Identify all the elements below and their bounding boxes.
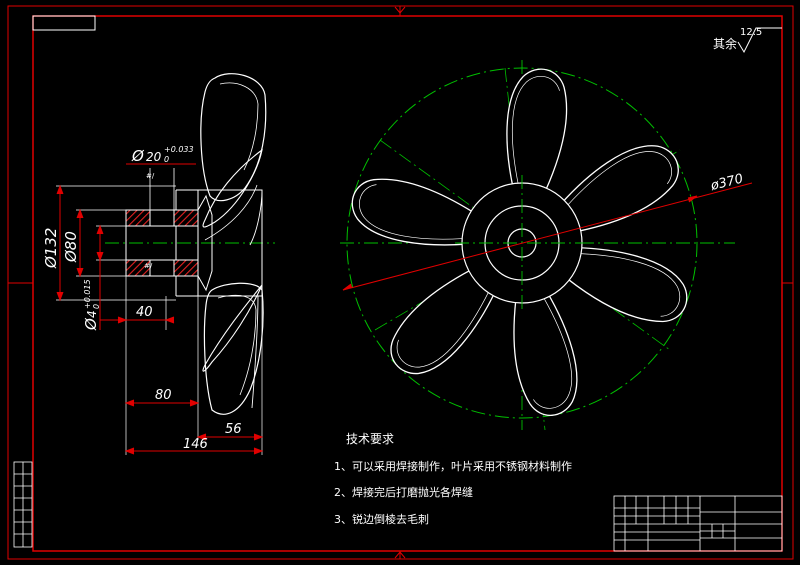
dim-len80: 80 — [155, 388, 172, 403]
svg-text:#/: #/ — [144, 262, 153, 270]
blade-4 — [513, 291, 578, 416]
dim-len56: 56 — [225, 422, 242, 437]
blade-1-edge — [511, 75, 560, 184]
svg-text:0: 0 — [92, 304, 101, 309]
svg-text:4: 4 — [85, 310, 99, 318]
blade-2-edge — [567, 151, 672, 206]
tech-item-2: 2、焊接完后打磨抛光各焊缝 — [334, 485, 473, 499]
svg-text:+0.033: +0.033 — [164, 145, 194, 154]
fan-blades — [351, 68, 688, 416]
svg-text:#/: #/ — [146, 172, 155, 180]
blade-5 — [390, 269, 497, 375]
tech-item-3: 3、锐边倒棱去毛刺 — [334, 512, 429, 526]
dim-d132: Ø132 — [42, 228, 60, 269]
blade-4-edge — [533, 297, 572, 409]
technical-requirements: 技术要求 1、可以采用焊接制作，叶片采用不锈钢材料制作 2、焊接完后打磨抛光各焊… — [334, 432, 572, 526]
blade-6 — [351, 178, 474, 246]
svg-text:Ø: Ø — [82, 317, 100, 331]
dim-len40: 40 — [136, 305, 153, 320]
roughness-value: 12.5 — [740, 27, 762, 38]
blade-1 — [506, 68, 568, 192]
roughness-label: 其余 — [713, 36, 737, 51]
diameter-dimension-line — [342, 182, 753, 291]
dim-len146: 146 — [183, 437, 208, 452]
blade-2 — [559, 145, 679, 232]
dim-bore-d20: Ø 20 +0.033 0 — [131, 145, 194, 165]
tech-item-1: 1、可以采用焊接制作，叶片采用不锈钢材料制作 — [334, 459, 572, 473]
diameter-370-label: ø370 — [708, 171, 744, 194]
blade-3-edge — [580, 253, 681, 317]
blade-3 — [566, 246, 688, 323]
title-tab — [32, 15, 96, 31]
tech-heading: 技术要求 — [346, 432, 394, 446]
svg-text:20: 20 — [146, 150, 162, 164]
left-margin-block — [13, 461, 33, 548]
svg-text:0: 0 — [164, 155, 169, 164]
blade-5-edge — [396, 291, 489, 368]
dim-d4: Ø 4 +0.015 0 — [82, 279, 101, 331]
title-block — [613, 495, 783, 552]
drawing-border — [7, 5, 794, 560]
front-view: ø370 — [340, 60, 753, 431]
svg-text:+0.015: +0.015 — [83, 279, 92, 309]
svg-text:Ø: Ø — [131, 147, 145, 165]
roughness-symbol: 其余 12.5 — [713, 27, 782, 54]
blade-6-edge — [359, 184, 463, 240]
dim-d80: Ø80 — [62, 231, 80, 263]
side-view: #/ #/ Ø132 Ø80 Ø 4 +0.015 0 Ø 20 — [42, 73, 275, 455]
